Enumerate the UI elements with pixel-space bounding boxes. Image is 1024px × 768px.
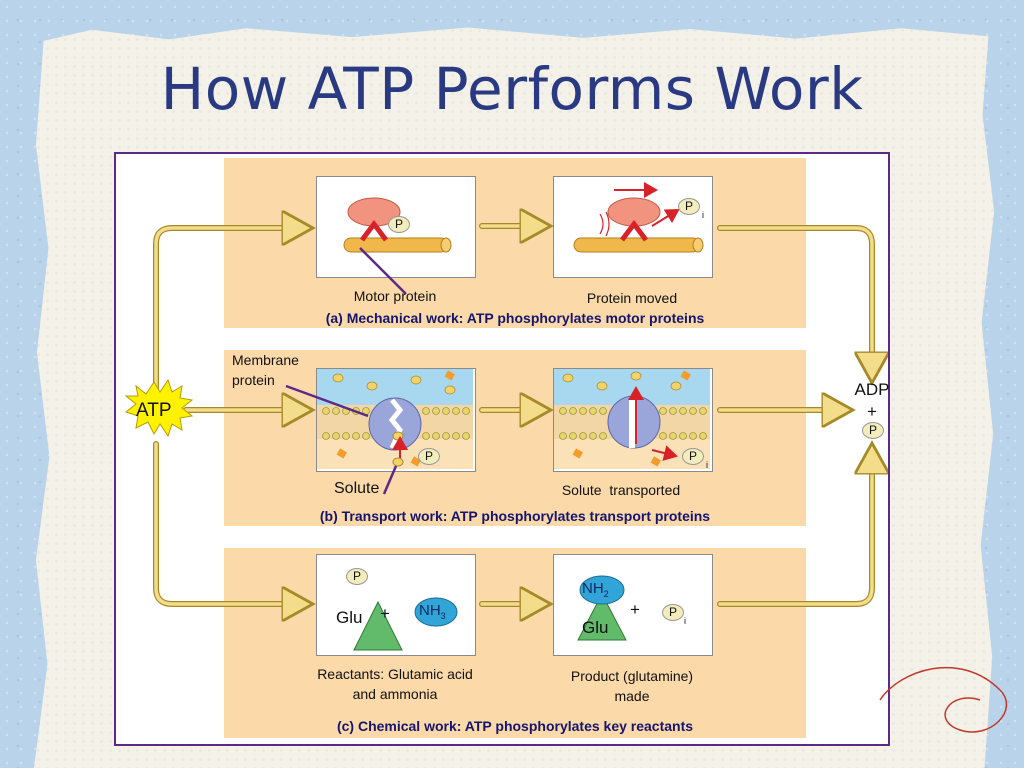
mech-phosphate: P xyxy=(388,216,410,233)
solute-transported-label: Solute transported xyxy=(561,482,681,498)
membrane-label-1: Membrane xyxy=(232,352,299,368)
plus-left: + xyxy=(380,604,390,623)
slide-title: How ATP Performs Work xyxy=(160,55,864,123)
motor-protein-right xyxy=(573,182,704,253)
reactants-label-1: Reactants: Glutamic acid xyxy=(317,666,473,682)
diagram-frame: ATP ADP + P P P i Motor protein Protein … xyxy=(114,152,890,746)
chem-pi-subscript: i xyxy=(684,616,686,626)
reactants-label-2: and ammonia xyxy=(352,686,438,702)
motor-protein-label: Motor protein xyxy=(353,288,437,304)
membrane-label-2: protein xyxy=(232,372,275,388)
nh3-label: NH3 xyxy=(419,602,446,621)
transport-released-phosphate: P xyxy=(682,448,704,465)
transport-caption: (b) Transport work: ATP phosphorylates t… xyxy=(319,508,711,524)
nh2-text: NH xyxy=(582,580,604,597)
product-label-2: made xyxy=(614,688,650,704)
membrane-left xyxy=(285,369,473,495)
mech-pi-subscript: i xyxy=(702,210,704,220)
mechanical-caption: (a) Mechanical work: ATP phosphorylates … xyxy=(325,310,705,326)
chem-phosphate: P xyxy=(346,568,368,585)
nh2-label: NH2 xyxy=(582,580,609,599)
glu-label-right: Glu xyxy=(582,618,609,637)
adp-label: ADP xyxy=(854,380,890,399)
transport-pi-subscript: i xyxy=(706,460,708,470)
product-label-1: Product (glutamine) xyxy=(570,668,694,684)
nh3-subscript: 3 xyxy=(440,611,446,621)
flow-arrows xyxy=(153,226,872,604)
chemical-caption: (c) Chemical work: ATP phosphorylates ke… xyxy=(336,718,694,734)
protein-moved-label: Protein moved xyxy=(586,290,678,306)
atp-starburst xyxy=(124,378,194,438)
glu-triangle-right xyxy=(577,592,627,641)
nh3-ellipse xyxy=(414,597,458,627)
glu-triangle-left xyxy=(353,600,403,651)
nh3-text: NH xyxy=(419,602,441,619)
solute-label: Solute xyxy=(334,480,380,497)
mech-released-phosphate: P xyxy=(678,198,700,215)
chem-released-phosphate: P xyxy=(662,604,684,621)
adp-plus: + xyxy=(867,402,877,421)
glu-label-left: Glu xyxy=(336,608,363,627)
nh2-subscript: 2 xyxy=(603,589,609,599)
diagram-graphics xyxy=(124,182,888,651)
atp-label: ATP xyxy=(136,400,172,421)
nh2-ellipse xyxy=(579,575,625,605)
plus-right: + xyxy=(630,600,640,619)
motor-protein-left xyxy=(343,197,452,295)
adp-phosphate: P xyxy=(862,422,884,439)
transport-phosphate: P xyxy=(418,448,440,465)
